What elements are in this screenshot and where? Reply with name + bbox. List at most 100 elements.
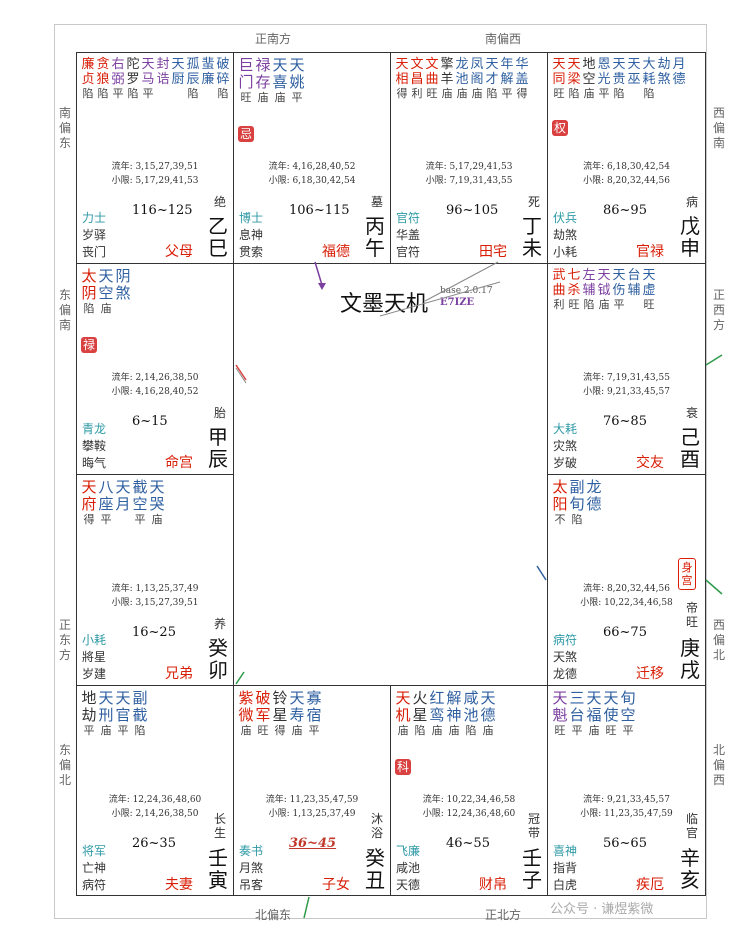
star-name-top: 天 <box>115 478 131 496</box>
star-name-top: 阴 <box>115 267 131 285</box>
flow-years: 流年: 3,15,27,39,51 <box>111 162 199 172</box>
star-name-bottom: 羊 <box>440 72 454 87</box>
star-name-top: 咸 <box>463 689 479 707</box>
star-name-bottom: 廉 <box>201 72 215 87</box>
palace-name: 田宅 <box>479 244 507 260</box>
star-name-top: 三 <box>569 689 585 707</box>
jiangqian-god: 病符 <box>82 878 107 892</box>
star-brightness: 庙 <box>397 724 409 737</box>
star-brightness: 旺 <box>426 87 438 100</box>
star-column: 地劫平 <box>81 690 97 738</box>
stem-branch: 己酉 <box>680 425 700 471</box>
star-name-bottom: 旬 <box>569 495 585 513</box>
star-name-bottom: 辅 <box>627 283 641 298</box>
life-stage: 养 <box>213 617 226 631</box>
star-brightness: 庙 <box>274 91 286 104</box>
suijian-god: 华盖 <box>396 228 421 242</box>
star-name-top: 天 <box>642 268 656 283</box>
star-name-bottom: 罗 <box>126 72 140 87</box>
star-name-bottom: 弼 <box>111 72 125 87</box>
boshi-god: 飞廉 <box>396 844 421 858</box>
star-column: 天魁旺 <box>552 690 568 738</box>
decade-range: 106~115 <box>289 203 350 218</box>
palace-name: 财帛 <box>479 877 507 893</box>
star-name-bottom: 福 <box>586 706 602 724</box>
star-brightness: 陷 <box>571 513 583 526</box>
star-brightness: 陷 <box>486 87 498 100</box>
direction-bottom-left: 北偏东 <box>255 908 292 922</box>
stem-branch: 壬寅 <box>208 846 228 892</box>
star-name-top: 天 <box>586 689 602 707</box>
star-name-bottom: 官 <box>115 706 131 724</box>
palace-cell-shen[interactable]: 天同旺天梁陷地空庙恩光平天贵陷天巫大耗陷劫煞月德权流年: 6,18,30,42,… <box>547 52 706 264</box>
sihua-badge: 科 <box>395 759 412 775</box>
star-name-bottom: 杀 <box>567 283 581 298</box>
flow-years: 流年: 6,18,30,42,54 <box>583 162 670 172</box>
star-name-bottom: 耗 <box>642 72 656 87</box>
star-column: 禄存庙 <box>255 57 271 105</box>
star-column: 凤阁庙 <box>470 57 484 101</box>
suijian-god: 月煞 <box>239 861 264 875</box>
palace-name: 迁移 <box>636 666 664 682</box>
decade-range: 66~75 <box>603 625 647 640</box>
star-name-bottom: 厨 <box>171 72 185 87</box>
minor-limit: 小限: 4,16,28,40,52 <box>111 387 199 397</box>
star-name-top: 凤 <box>470 57 484 72</box>
star-name-bottom: 虚 <box>642 283 656 298</box>
boshi-god: 官符 <box>396 211 421 225</box>
star-brightness: 平 <box>308 724 320 737</box>
flow-years: 流年: 1,13,25,37,49 <box>111 584 199 594</box>
star-brightness: 旺 <box>240 91 252 104</box>
star-group: 武曲利七杀旺左辅陷天钺庙天伤平台辅天虚旺 <box>552 268 657 312</box>
star-name-bottom: 池 <box>455 72 469 87</box>
star-column: 太阳不 <box>552 479 568 527</box>
triangle-line-2 <box>424 261 499 302</box>
star-brightness: 旺 <box>257 724 269 737</box>
star-column: 七杀旺 <box>567 268 581 312</box>
star-column: 天空庙 <box>98 268 114 316</box>
star-brightness: 陷 <box>82 87 94 100</box>
arrow-line-green-1 <box>705 354 723 366</box>
star-brightness: 旺 <box>643 298 655 311</box>
star-brightness: 平 <box>622 724 634 737</box>
chart-outer-frame <box>54 24 707 919</box>
star-name-bottom: 才 <box>485 72 499 87</box>
suijian-god: 岁驿 <box>82 228 107 242</box>
star-column: 蜚廉 <box>201 57 215 101</box>
star-column: 红鸾庙 <box>429 690 445 738</box>
palace-cell-si[interactable]: 廉贞陷贪狼陷右弼平陀罗陷天马平封诰天厨孤辰陷蜚廉破碎陷流年: 3,15,27,3… <box>76 52 234 264</box>
flow-years: 流年: 9,21,33,45,57 <box>583 795 670 805</box>
star-brightness: 平 <box>571 724 583 737</box>
star-name-top: 天 <box>171 57 185 72</box>
star-brightness: 陷 <box>83 302 95 315</box>
star-column: 封诰 <box>156 57 170 101</box>
star-group: 天同旺天梁陷地空庙恩光平天贵陷天巫大耗陷劫煞月德 <box>552 57 687 101</box>
star-column: 天哭庙 <box>149 479 165 527</box>
star-name-bottom: 煞 <box>657 72 671 87</box>
star-column: 左辅陷 <box>582 268 596 312</box>
star-name-top: 右 <box>111 57 125 72</box>
arrow-line-purple <box>314 261 323 286</box>
star-column: 天同旺 <box>552 57 566 101</box>
star-name-top: 台 <box>627 268 641 283</box>
star-column: 天官平 <box>115 690 131 738</box>
star-brightness: 陷 <box>414 724 426 737</box>
boshi-god: 喜神 <box>553 844 578 858</box>
star-name-bottom: 门 <box>238 73 254 91</box>
star-group: 廉贞陷贪狼陷右弼平陀罗陷天马平封诰天厨孤辰陷蜚廉破碎陷 <box>81 57 231 101</box>
direction-top-left: 正南方 <box>255 32 292 46</box>
palace-cell-wei[interactable]: 天相得文昌利文曲旺擎羊庙龙池庙凤阁庙天才陷年解平华盖得流年: 5,17,29,4… <box>390 52 548 264</box>
arrow-line-gray <box>235 367 247 384</box>
star-column: 天月 <box>115 479 131 527</box>
star-column: 解神庙 <box>446 690 462 738</box>
star-name-bottom: 使 <box>603 706 619 724</box>
boshi-god: 力士 <box>82 211 107 225</box>
